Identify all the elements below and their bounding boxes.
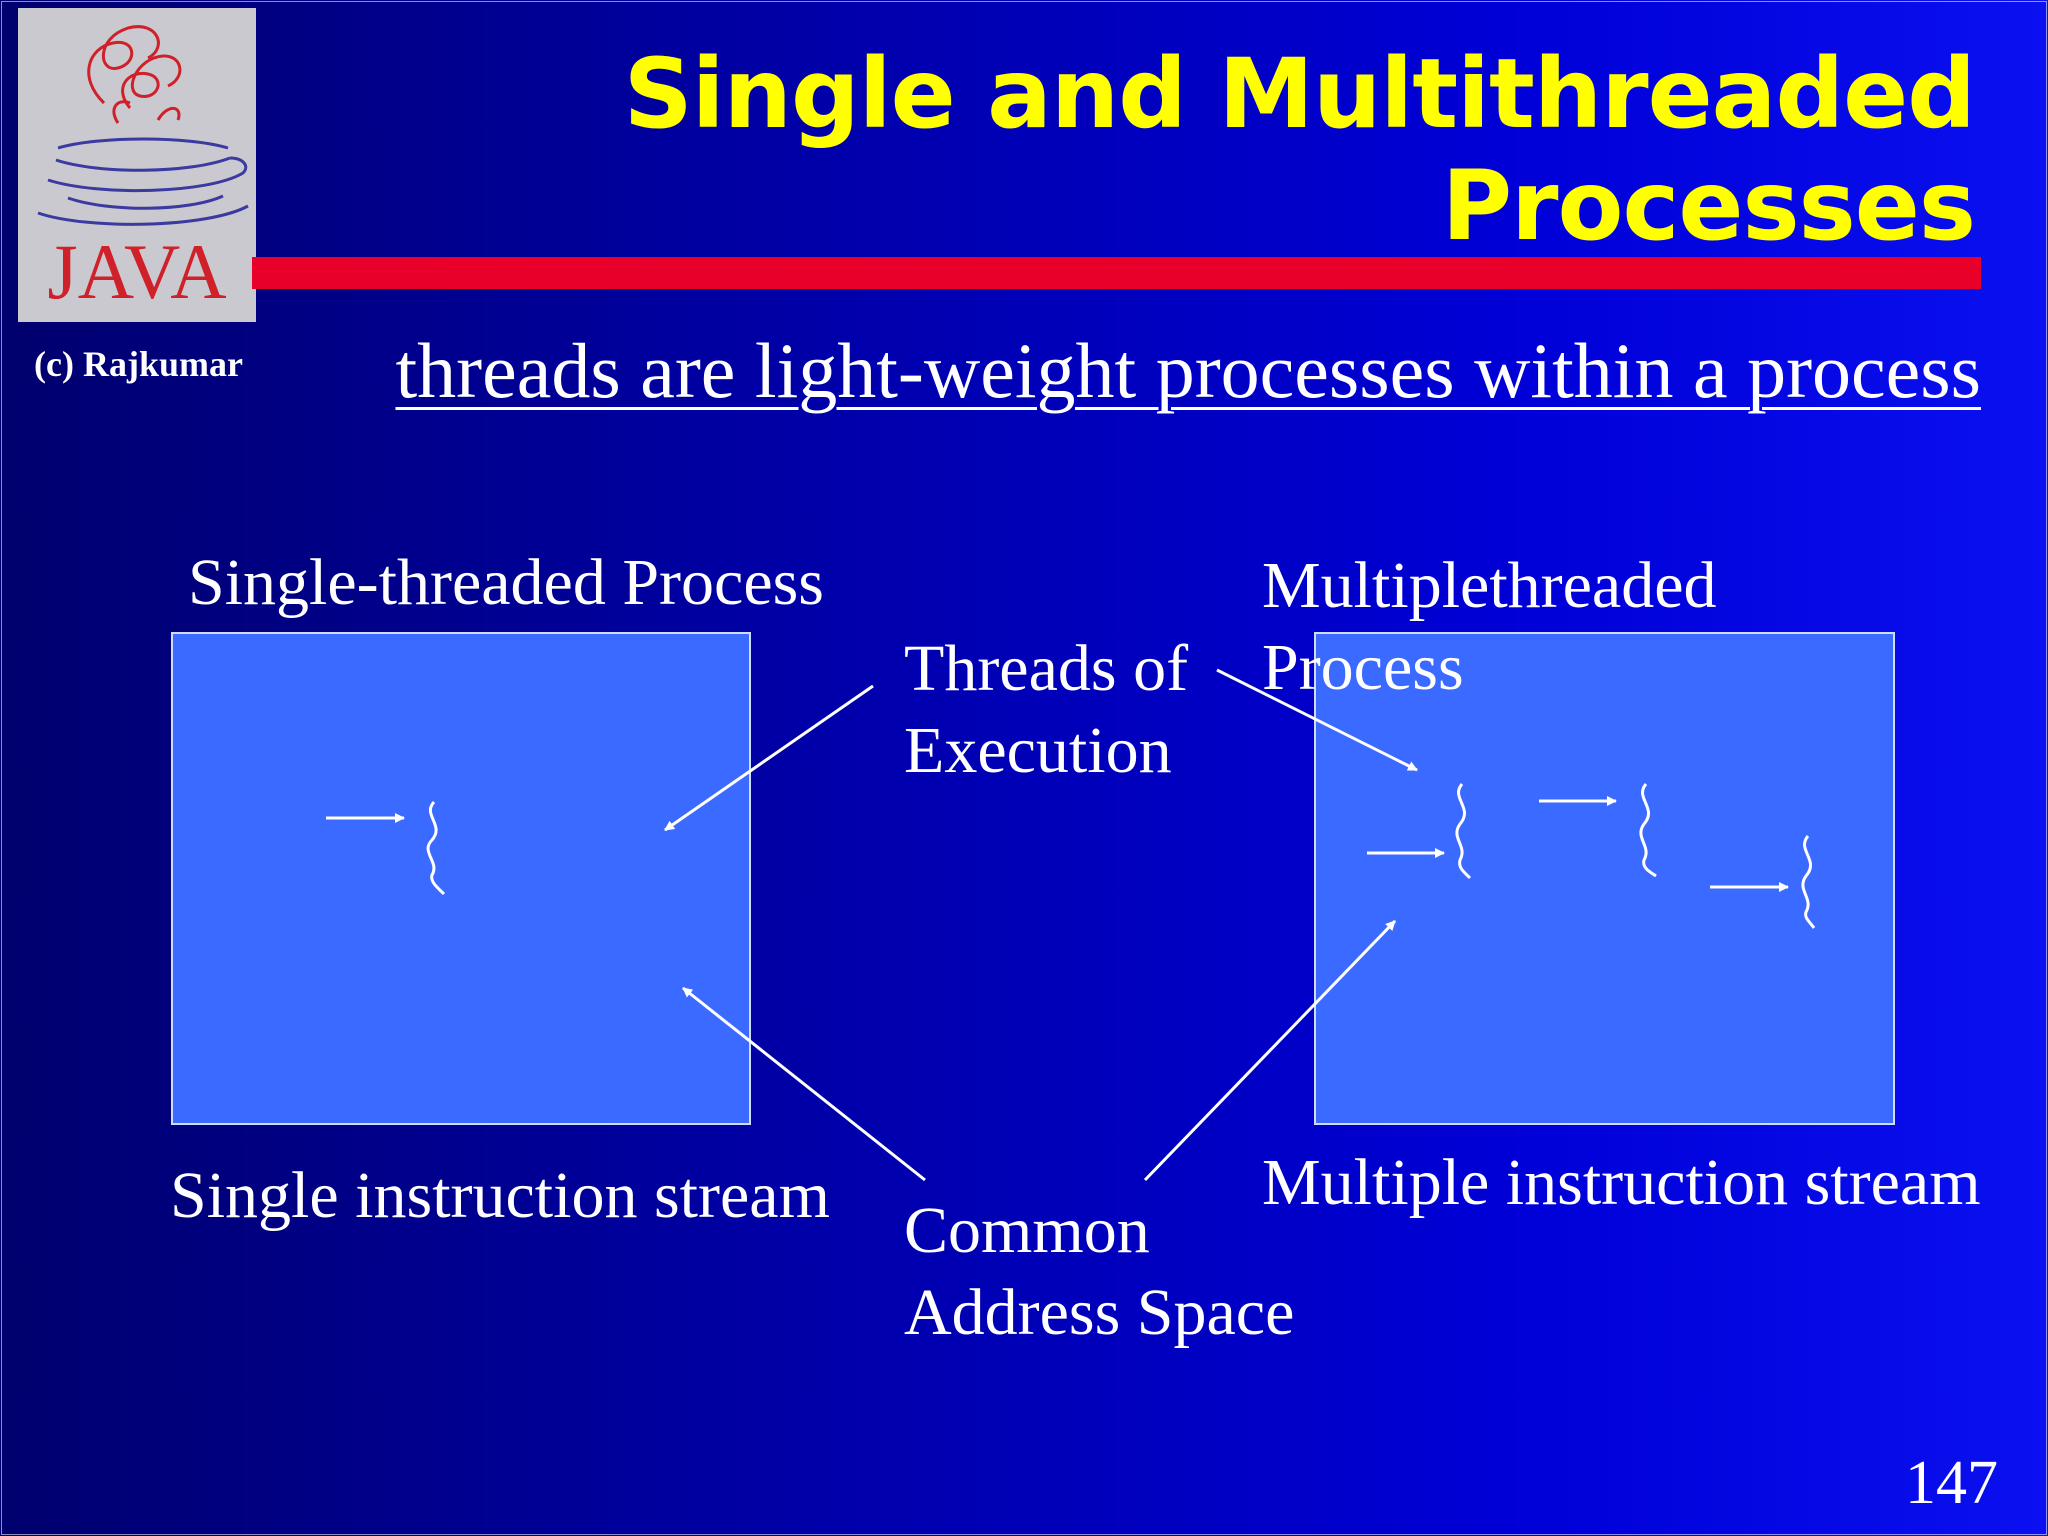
multi-process-title-line-1: Multiplethreaded bbox=[1262, 549, 1717, 622]
threads-label-line-1: Threads of bbox=[904, 632, 1189, 705]
threads-of-execution-label: Threads of Execution bbox=[904, 628, 1188, 792]
java-steam-icon bbox=[87, 25, 182, 124]
multi-process-title: Multiplethreaded Process bbox=[1262, 545, 1717, 709]
single-process-title: Single-threaded Process bbox=[188, 546, 824, 619]
single-thread-squiggle bbox=[426, 800, 446, 896]
multi-stream-label: Multiple instruction stream bbox=[1262, 1146, 1981, 1219]
multi-process-title-line-2: Process bbox=[1262, 631, 1464, 704]
java-logo-text: JAVA bbox=[47, 228, 226, 315]
single-stream-label: Single instruction stream bbox=[170, 1159, 830, 1232]
multithreaded-process-box bbox=[1314, 632, 1895, 1125]
multi-thread-3-squiggle bbox=[1801, 835, 1816, 929]
common-pointer-right-arrow bbox=[1143, 919, 1397, 1182]
common-pointer-left-arrow bbox=[682, 986, 926, 1182]
multi-thread-2-squiggle bbox=[1639, 783, 1657, 878]
common-label-line-1: Common bbox=[904, 1194, 1150, 1267]
common-address-space-label: Common Address Space bbox=[904, 1190, 1294, 1354]
threads-pointer-left-arrow bbox=[664, 684, 874, 832]
threads-label-line-2: Execution bbox=[904, 714, 1172, 787]
java-logo: JAVA bbox=[18, 8, 256, 322]
title-line-2: Processes bbox=[1441, 150, 1976, 262]
title-accent-bar bbox=[252, 257, 1981, 289]
single-threaded-process-box bbox=[171, 632, 751, 1125]
copyright-label: (c) Rajkumar bbox=[34, 344, 243, 384]
threads-pointer-right-arrow bbox=[1216, 668, 1418, 772]
title-line-1: Single and Multithreaded bbox=[623, 38, 1976, 150]
page-number: 147 bbox=[1905, 1449, 1998, 1517]
multi-thread-1-squiggle bbox=[1455, 783, 1472, 880]
slide-subtitle: threads are light-weight processes withi… bbox=[395, 327, 1981, 414]
common-label-line-2: Address Space bbox=[904, 1276, 1295, 1349]
slide-title: Single and Multithreaded Processes bbox=[475, 38, 1976, 262]
java-cup-icon bbox=[37, 137, 249, 226]
